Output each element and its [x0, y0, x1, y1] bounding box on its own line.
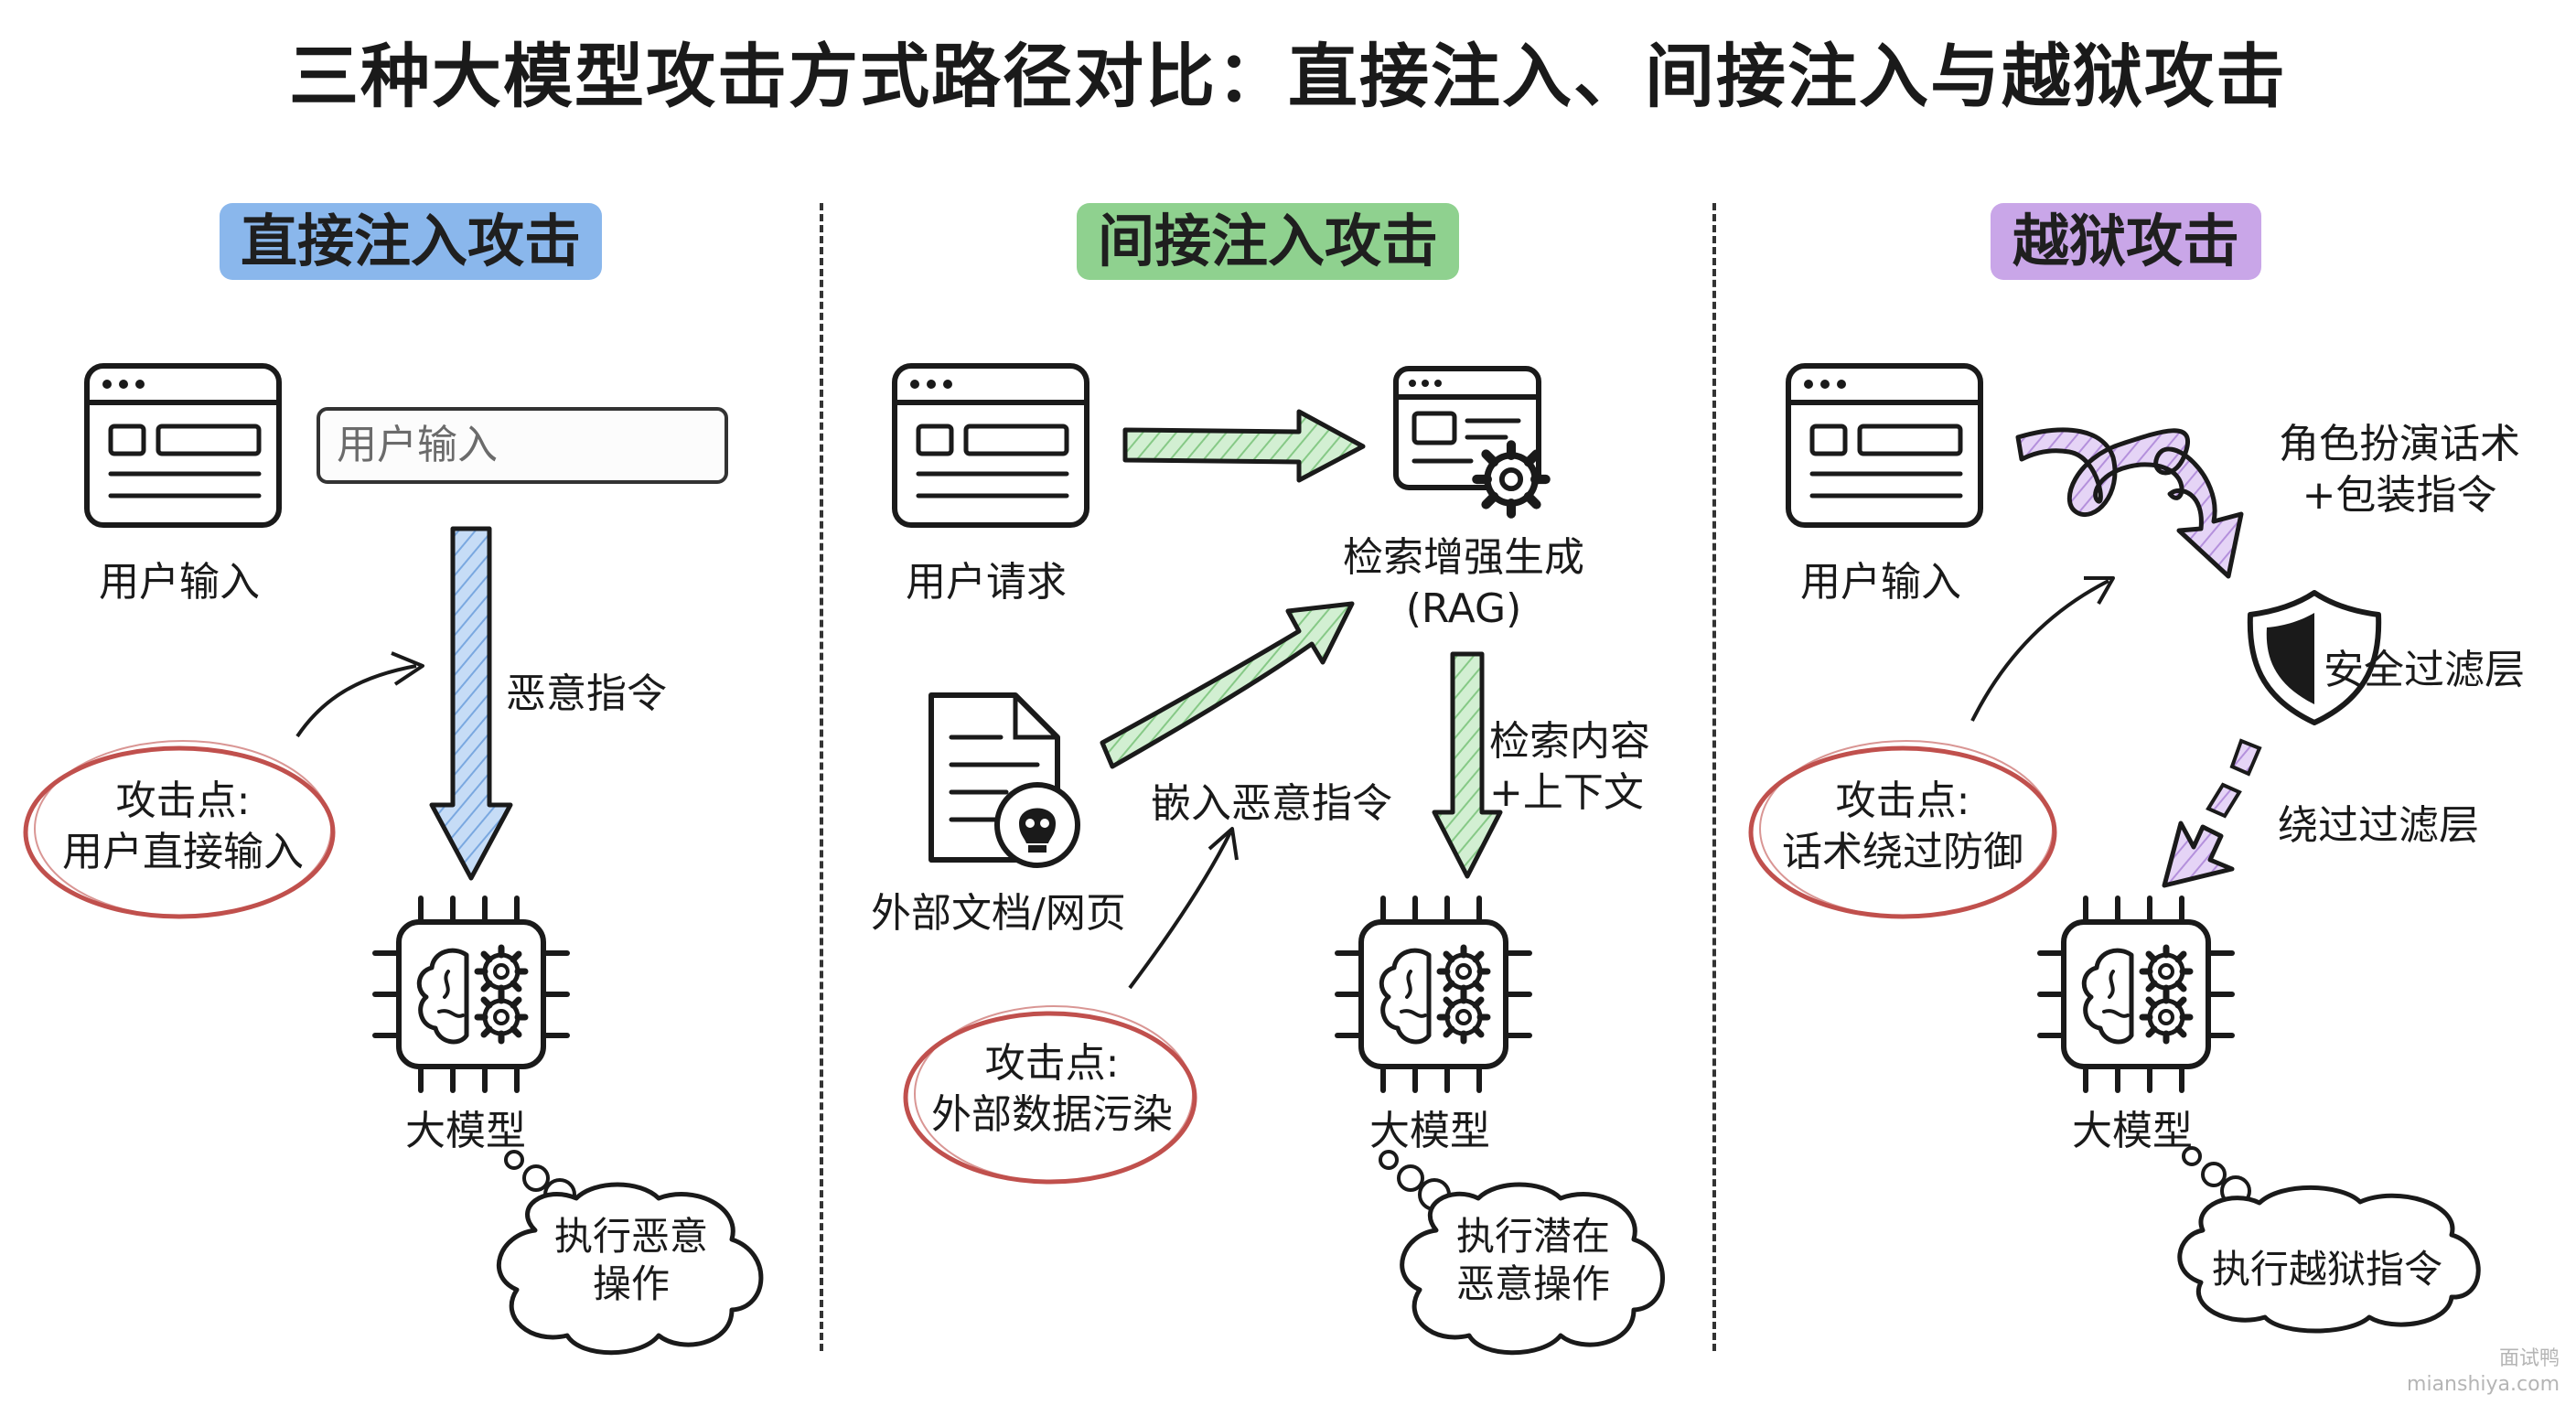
thought-cloud-indirect	[1379, 1150, 1665, 1356]
attack-pointer-jailbreak	[1970, 579, 2109, 722]
skull-document-icon	[928, 692, 1080, 868]
attack-point-title: 攻击点:	[984, 1040, 1120, 1087]
result-line1: 执行潜在	[1455, 1214, 1610, 1259]
roleplay-twist-arrow	[2015, 427, 2244, 579]
retrieve-arrow	[1432, 651, 1503, 879]
embed-label: 嵌入恶意指令	[1151, 780, 1392, 827]
result-direct: 执行恶意 操作	[512, 1213, 750, 1308]
thought-cloud-jailbreak	[2177, 1146, 2481, 1334]
thought-cloud-direct	[496, 1150, 764, 1356]
embed-arrow	[1100, 601, 1355, 769]
rag-line1: 检索增强生成	[1343, 534, 1584, 581]
result-line1: 执行恶意	[553, 1214, 708, 1259]
divider-left	[820, 203, 823, 1351]
attack-point-desc: 用户直接输入	[62, 829, 304, 875]
model-label-indirect: 大模型	[1369, 1108, 1490, 1154]
attack-point-direct: 攻击点: 用户直接输入	[37, 776, 329, 878]
attack-pointer-indirect	[1128, 831, 1232, 990]
bypass-arrow	[2162, 738, 2262, 888]
result-jailbreak: 执行越狱指令	[2212, 1247, 2443, 1292]
result-indirect: 执行潜在 恶意操作	[1414, 1213, 1652, 1308]
filter-label: 安全过滤层	[2324, 647, 2525, 693]
chip-brain-icon	[375, 898, 567, 1090]
browser-window-icon-indirect	[895, 366, 1087, 525]
result-line2: 恶意操作	[1455, 1261, 1610, 1306]
attack-point-desc: 话术绕过防御	[1782, 829, 2023, 875]
doc-label: 外部文档/网页	[871, 890, 1126, 937]
arrow-label-direct: 恶意指令	[506, 670, 667, 717]
bypass-label: 绕过过滤层	[2278, 802, 2479, 849]
retrieve-label: 检索内容 +上下文	[1489, 716, 1709, 819]
attack-point-indirect: 攻击点: 外部数据污染	[906, 1038, 1198, 1141]
chip-brain-icon-jailbreak	[2040, 898, 2232, 1090]
browser-window-icon-jailbreak	[1788, 366, 1980, 525]
retrieve-line2: +上下文	[1489, 769, 1644, 816]
rag-label: 检索增强生成 (RAG)	[1317, 532, 1610, 635]
browser-window-icon	[87, 366, 279, 525]
user-input-field: 用户输入	[317, 407, 728, 484]
watermark-line1: 面试鸭	[2498, 1347, 2560, 1370]
model-label-jailbreak: 大模型	[2072, 1108, 2193, 1154]
divider-right	[1712, 203, 1716, 1351]
attack-point-desc: 外部数据污染	[931, 1091, 1173, 1138]
watermark-line2: mianshiya.com	[2407, 1373, 2560, 1396]
roleplay-line1: 角色扮演话术	[2279, 421, 2520, 467]
rag-gear-icon	[1393, 366, 1546, 514]
result-line2: 操作	[592, 1261, 670, 1306]
heading-indirect: 间接注入攻击	[1077, 203, 1459, 280]
request-arrow	[1122, 409, 1366, 483]
heading-direct: 直接注入攻击	[220, 203, 602, 280]
page-title: 三种大模型攻击方式路径对比：直接注入、间接注入与越狱攻击	[289, 36, 2287, 117]
malicious-instruction-arrow	[429, 526, 513, 881]
shield-icon	[2247, 590, 2382, 725]
source-label-indirect: 用户请求	[906, 559, 1067, 606]
watermark: 面试鸭 mianshiya.com	[2407, 1346, 2560, 1398]
roleplay-line2: +包装指令	[2302, 472, 2497, 519]
source-label-direct: 用户输入	[99, 559, 260, 606]
roleplay-label: 角色扮演话术 +包装指令	[2258, 419, 2541, 521]
attack-point-jailbreak: 攻击点: 话术绕过防御	[1752, 776, 2054, 878]
chip-brain-icon-indirect	[1337, 898, 1530, 1090]
model-label-direct: 大模型	[405, 1108, 526, 1154]
attack-point-title: 攻击点:	[1835, 778, 1970, 824]
source-label-jailbreak: 用户输入	[1800, 559, 1961, 606]
attack-pointer-direct	[295, 664, 417, 738]
heading-jailbreak: 越狱攻击	[1991, 203, 2261, 280]
retrieve-line1: 检索内容	[1489, 718, 1650, 765]
rag-line2: (RAG)	[1405, 585, 1522, 632]
attack-point-title: 攻击点:	[115, 778, 251, 824]
